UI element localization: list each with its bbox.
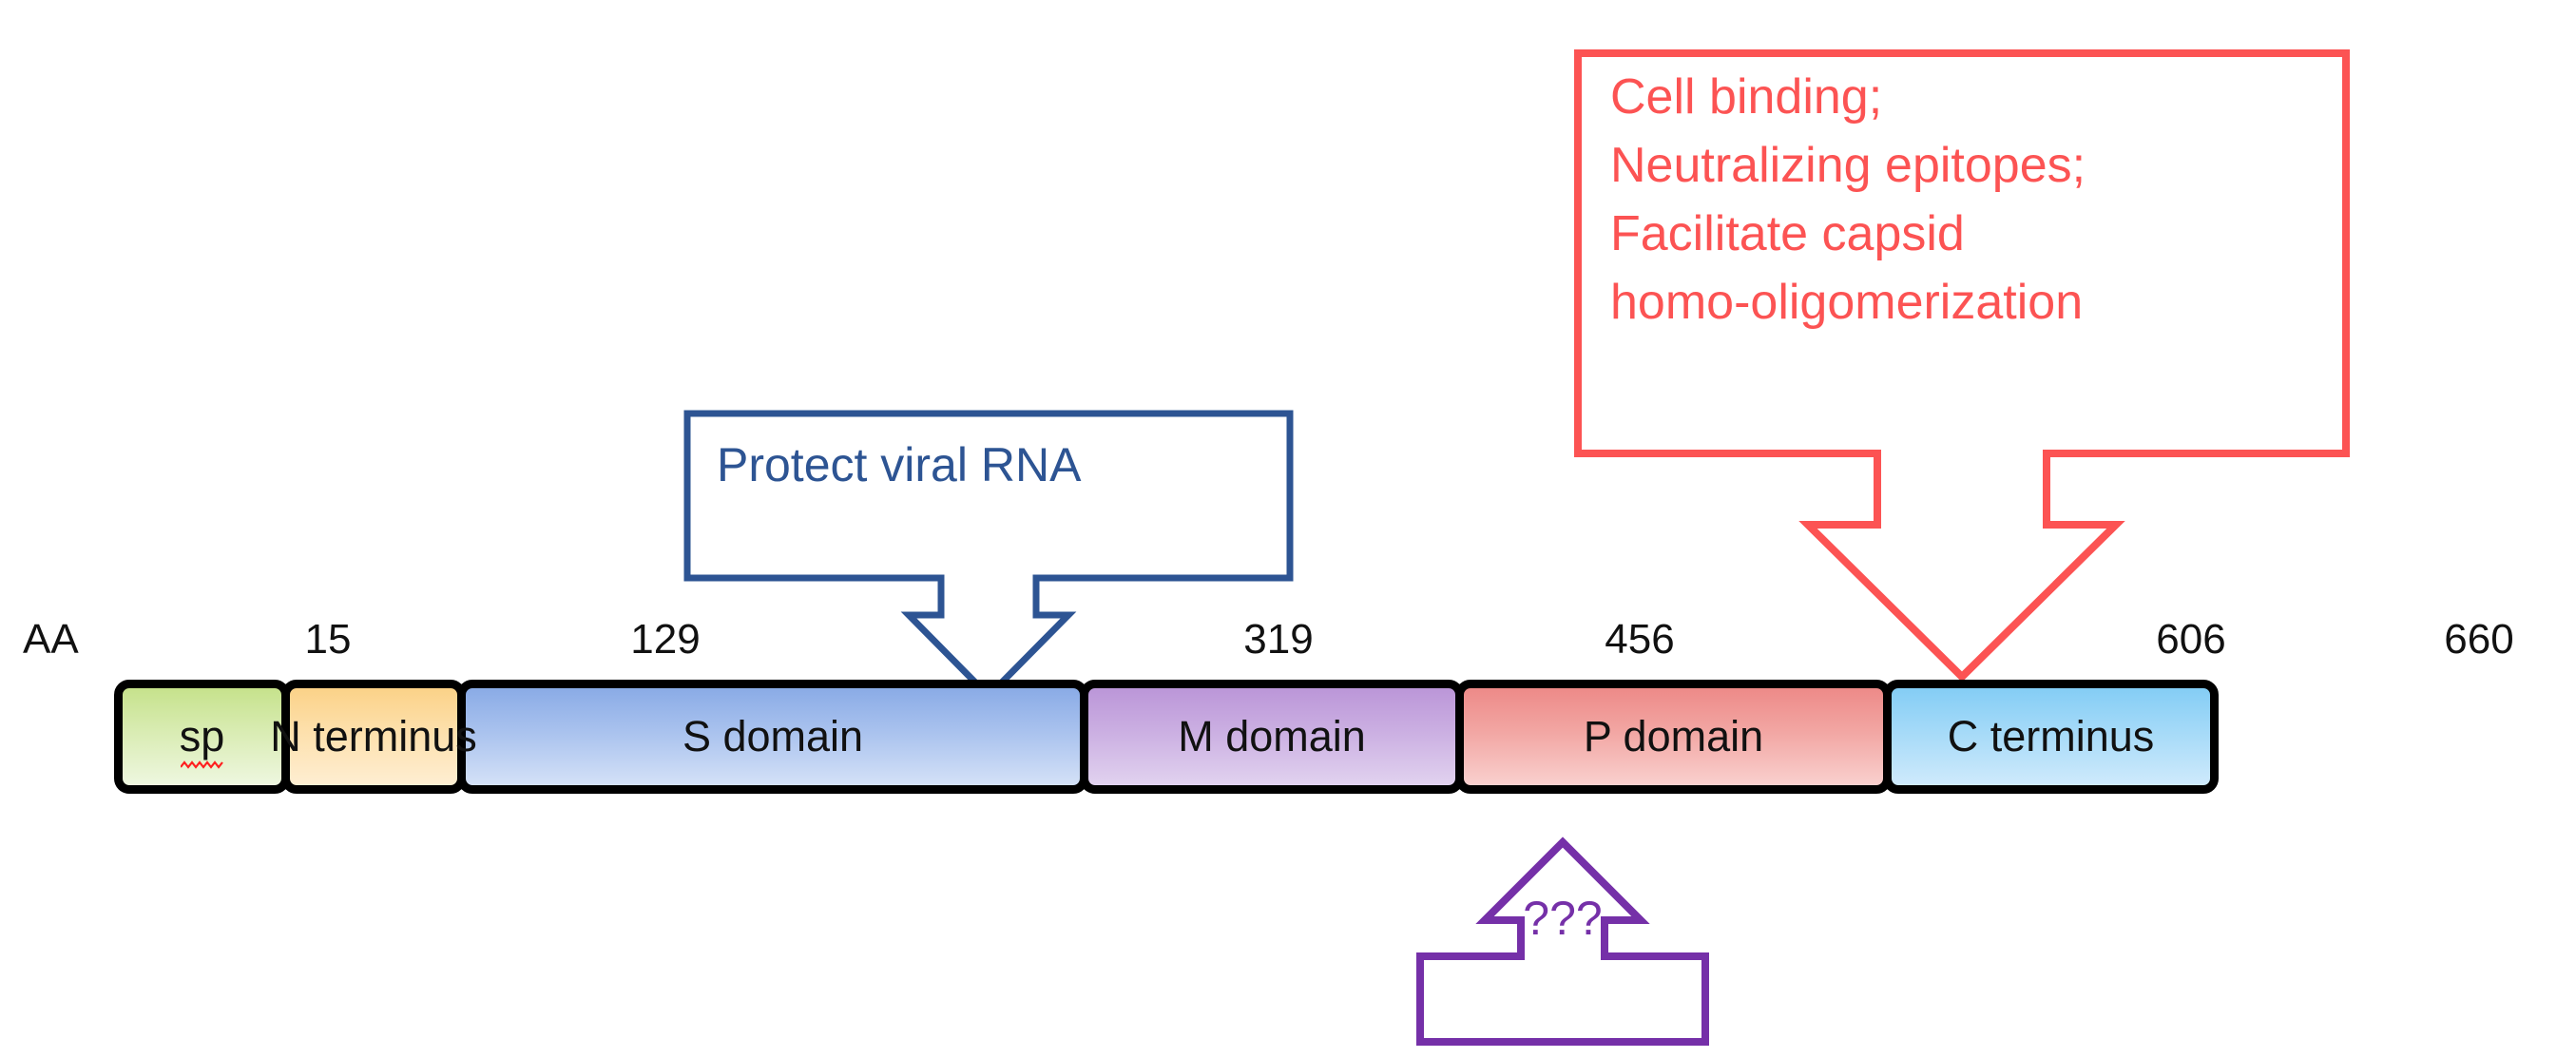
aa-position-606: 606 bbox=[2156, 616, 2226, 663]
red-callout-text: Cell binding; Neutralizing epitopes; Fac… bbox=[1610, 63, 2086, 337]
purple-callout-text: ??? bbox=[1414, 892, 1711, 945]
red-callout-line-2: Neutralizing epitopes; bbox=[1610, 138, 2086, 193]
aa-position-15: 15 bbox=[304, 616, 352, 663]
domain-bar: sp N terminus S domain M domain P domain… bbox=[114, 680, 2348, 794]
domain-segment-n-terminus[interactable]: N terminus bbox=[270, 680, 477, 794]
blue-callout-shape bbox=[683, 410, 1294, 701]
domain-segment-c-terminus-label: C terminus bbox=[1947, 712, 2155, 760]
callout-protect-viral-rna: Protect viral RNA bbox=[683, 410, 1294, 701]
purple-callout-shape bbox=[1416, 837, 1709, 1046]
aa-axis-label: AA bbox=[23, 616, 79, 663]
red-callout-line-1: Cell binding; bbox=[1610, 69, 1883, 125]
red-callout-line-3: Facilitate capsid bbox=[1610, 206, 1965, 261]
domain-segment-m-domain-label: M domain bbox=[1178, 712, 1366, 760]
aa-position-456: 456 bbox=[1605, 616, 1675, 663]
domain-segment-p-domain[interactable]: P domain bbox=[1455, 680, 1892, 794]
callout-m-domain-unknown: ??? bbox=[1414, 837, 1711, 1048]
domain-segment-c-terminus[interactable]: C terminus bbox=[1883, 680, 2219, 794]
domain-segment-sp-label: sp bbox=[179, 712, 225, 760]
domain-segment-n-terminus-label: N terminus bbox=[270, 712, 477, 760]
purple-callout-line-1: ??? bbox=[1523, 892, 1603, 945]
callout-p-domain-functions: Cell binding; Neutralizing epitopes; Fac… bbox=[1574, 49, 2350, 683]
domain-segment-m-domain[interactable]: M domain bbox=[1080, 680, 1464, 794]
spellcheck-squiggle-icon bbox=[180, 760, 223, 769]
red-callout-line-4: homo-oligomerization bbox=[1610, 275, 2084, 330]
aa-position-319: 319 bbox=[1243, 616, 1314, 663]
blue-callout-text: Protect viral RNA bbox=[717, 435, 1081, 494]
domain-segment-sp[interactable]: sp bbox=[114, 680, 290, 794]
aa-position-129: 129 bbox=[630, 616, 701, 663]
domain-segment-s-domain[interactable]: S domain bbox=[457, 680, 1088, 794]
red-callout-shape bbox=[1574, 49, 2350, 683]
aa-position-660: 660 bbox=[2444, 616, 2514, 663]
domain-segment-s-domain-label: S domain bbox=[682, 712, 864, 760]
blue-callout-line-1: Protect viral RNA bbox=[717, 438, 1082, 491]
domain-segment-p-domain-label: P domain bbox=[1583, 712, 1764, 760]
